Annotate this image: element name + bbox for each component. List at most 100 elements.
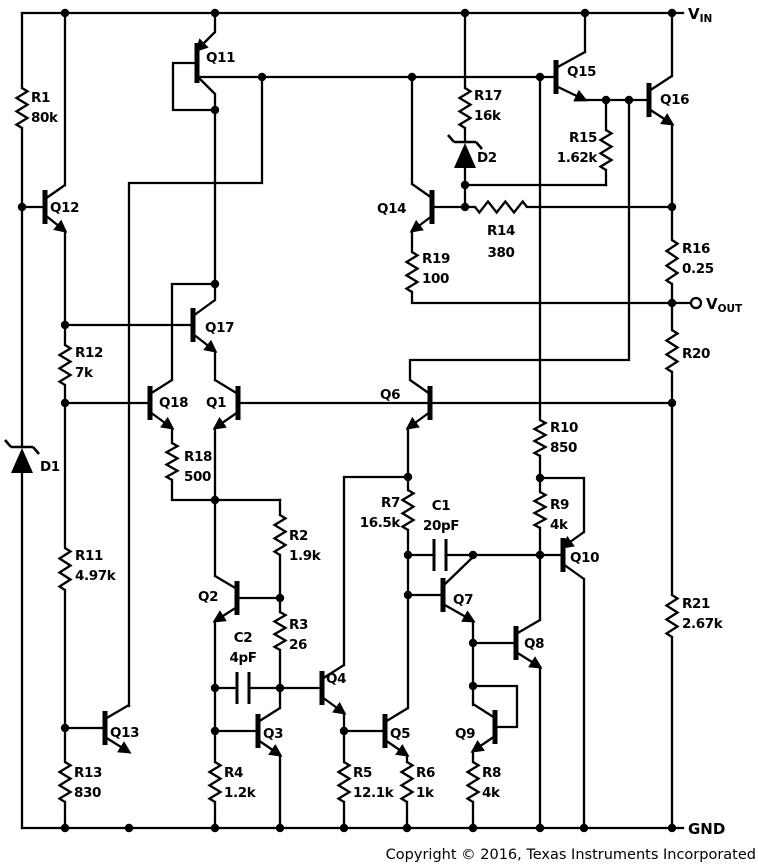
R16-value-label: 0.25 [682,261,714,277]
Q1-label: Q1 [206,395,226,411]
R3-value-label: 26 [289,637,307,653]
junction-dot [402,823,412,833]
wire [410,290,674,305]
D2-anode-triangle [454,143,476,168]
junction-dot [124,823,134,833]
Q7-collector [442,556,474,587]
Q17-collector [192,299,216,317]
Q10-emitter [560,531,585,549]
Q17-label: Q17 [205,320,234,336]
R9-ref-label: R9 [550,497,569,513]
junction-dot [535,550,545,560]
Q11-label: Q11 [206,50,235,66]
junctions [17,8,677,833]
junction-dot [535,72,545,82]
Q8-emitter [515,651,543,669]
R3-ref-label: R3 [289,617,308,633]
Q9-transistor: Q9 [455,703,498,753]
wire [538,476,586,534]
Q10-label: Q10 [570,550,599,566]
Q1-collector [214,379,239,395]
junction-dot [579,823,589,833]
Q6-transistor: Q6 [380,379,433,430]
R1-ref-label: R1 [31,90,50,106]
D2-label: D2 [477,150,497,166]
R17-ref-label: R17 [474,88,502,104]
resistor-zigzag [57,344,73,386]
junction-dot [275,683,285,693]
junction-dot [601,95,611,105]
gnd-label: GND [688,820,725,838]
R21-value-label: 2.67k [682,616,724,632]
R12-ref-label: R12 [75,345,103,361]
Q11-collector [196,75,216,95]
R13-ref-label: R13 [74,765,102,781]
Q3-emitter [257,739,283,757]
Q10-transistor: Q10 [560,531,599,580]
junction-dot [460,202,470,212]
R4-ref-label: R4 [224,765,243,781]
junction-dot [624,95,634,105]
Q3-label: Q3 [263,726,283,742]
R15-ref-label: R15 [569,130,597,146]
resistor-zigzag [598,129,614,171]
D1-anode-triangle [11,448,33,473]
Q17-emitter [192,333,218,353]
resistor-zigzag [164,441,180,482]
Q4-label: Q4 [326,671,346,687]
R13-value-label: 830 [74,785,101,801]
junction-dot [468,550,478,560]
junction-dot [580,8,590,18]
wire [471,684,519,729]
Q6-emitter [405,411,431,430]
junction-dot [60,823,70,833]
R11-value-label: 4.97k [75,568,117,584]
Q2-transistor: Q2 [198,575,240,623]
junction-dot [667,298,677,308]
Q14-transistor: Q14 [377,183,435,233]
Q13-transistor: Q13 [102,704,139,754]
junction-dot [210,726,220,736]
junction-dot [535,823,545,833]
junction-dot [210,279,220,289]
Q16-emitter [648,108,675,126]
R7-value-label: 16.5k [360,515,402,531]
Q8-collector [515,619,541,635]
Q4-emitter [321,696,347,715]
Q11-emitter [194,31,216,53]
junction-dot [60,723,70,733]
junction-dot [210,495,220,505]
Q18-collector [149,379,173,395]
D2-zener-tick [475,141,483,150]
junction-dot [535,473,545,483]
junction-dot [667,202,677,212]
Q6-collector [409,379,431,395]
junction-dot [667,398,677,408]
footer: Copyright © 2016, Texas Instruments Inco… [386,847,756,863]
resistor-zigzag [57,761,73,803]
Q15-label: Q15 [567,64,596,80]
junction-dot [257,72,267,82]
Q6-label: Q6 [380,387,400,403]
R9-value-label: 4k [550,517,569,533]
junction-dot [468,681,478,691]
junction-dot [407,72,417,82]
R8-value-label: 4k [482,785,501,801]
vout-terminal-circle [689,296,703,310]
resistor-zigzag [474,199,528,215]
resistor-zigzag [664,329,680,373]
Q14-emitter [409,215,433,233]
R6-ref-label: R6 [416,765,435,781]
